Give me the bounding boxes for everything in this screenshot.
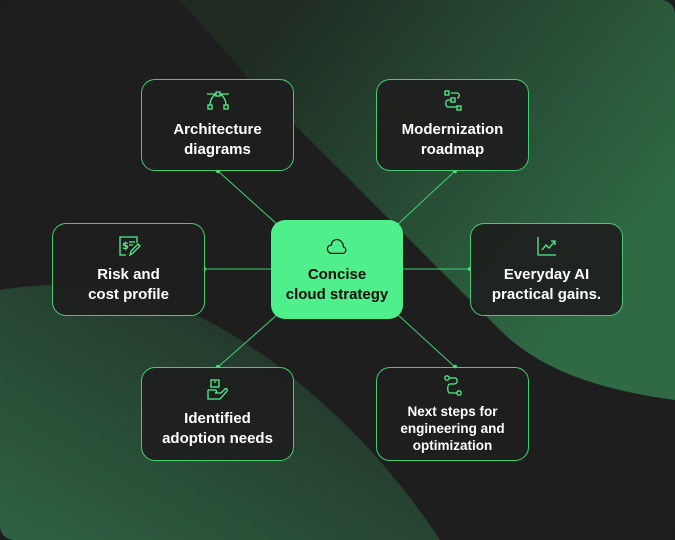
node-everyday: Everyday AI practical gains. <box>470 223 623 316</box>
node-label: Risk and cost profile <box>88 265 169 303</box>
trending-chart-icon <box>536 236 556 256</box>
node-label: Modernization roadmap <box>401 121 504 158</box>
node-label: Architecture diagrams <box>173 121 262 158</box>
svg-text:$: $ <box>122 241 129 252</box>
hand-box-icon <box>206 379 228 400</box>
bezier-curve-icon <box>206 91 229 110</box>
invoice-pen-icon: $ <box>118 235 141 256</box>
center-node: Concise cloud strategy <box>271 220 403 319</box>
node-identified: Identified adoption needs <box>141 367 294 461</box>
connector-modernization <box>396 170 456 226</box>
path-icon <box>443 374 462 396</box>
cloud-icon <box>326 238 347 254</box>
node-nextsteps: Next steps for engineering and optimizat… <box>376 367 529 461</box>
center-label: Concise cloud strategy <box>285 265 389 303</box>
node-modernization: Modernization roadmap <box>376 79 529 171</box>
node-architecture: Architecture diagrams <box>141 79 294 171</box>
connector-identified <box>217 313 279 368</box>
node-label: Everyday AI practical gains. <box>491 265 602 303</box>
connector-architecture <box>217 170 279 226</box>
node-label: Identified adoption needs <box>162 410 273 447</box>
node-risk: $ Risk and cost profile <box>52 223 205 316</box>
node-label: Next steps for engineering and optimizat… <box>400 403 505 453</box>
route-blocks-icon <box>443 90 462 111</box>
connector-nextsteps <box>396 313 456 368</box>
